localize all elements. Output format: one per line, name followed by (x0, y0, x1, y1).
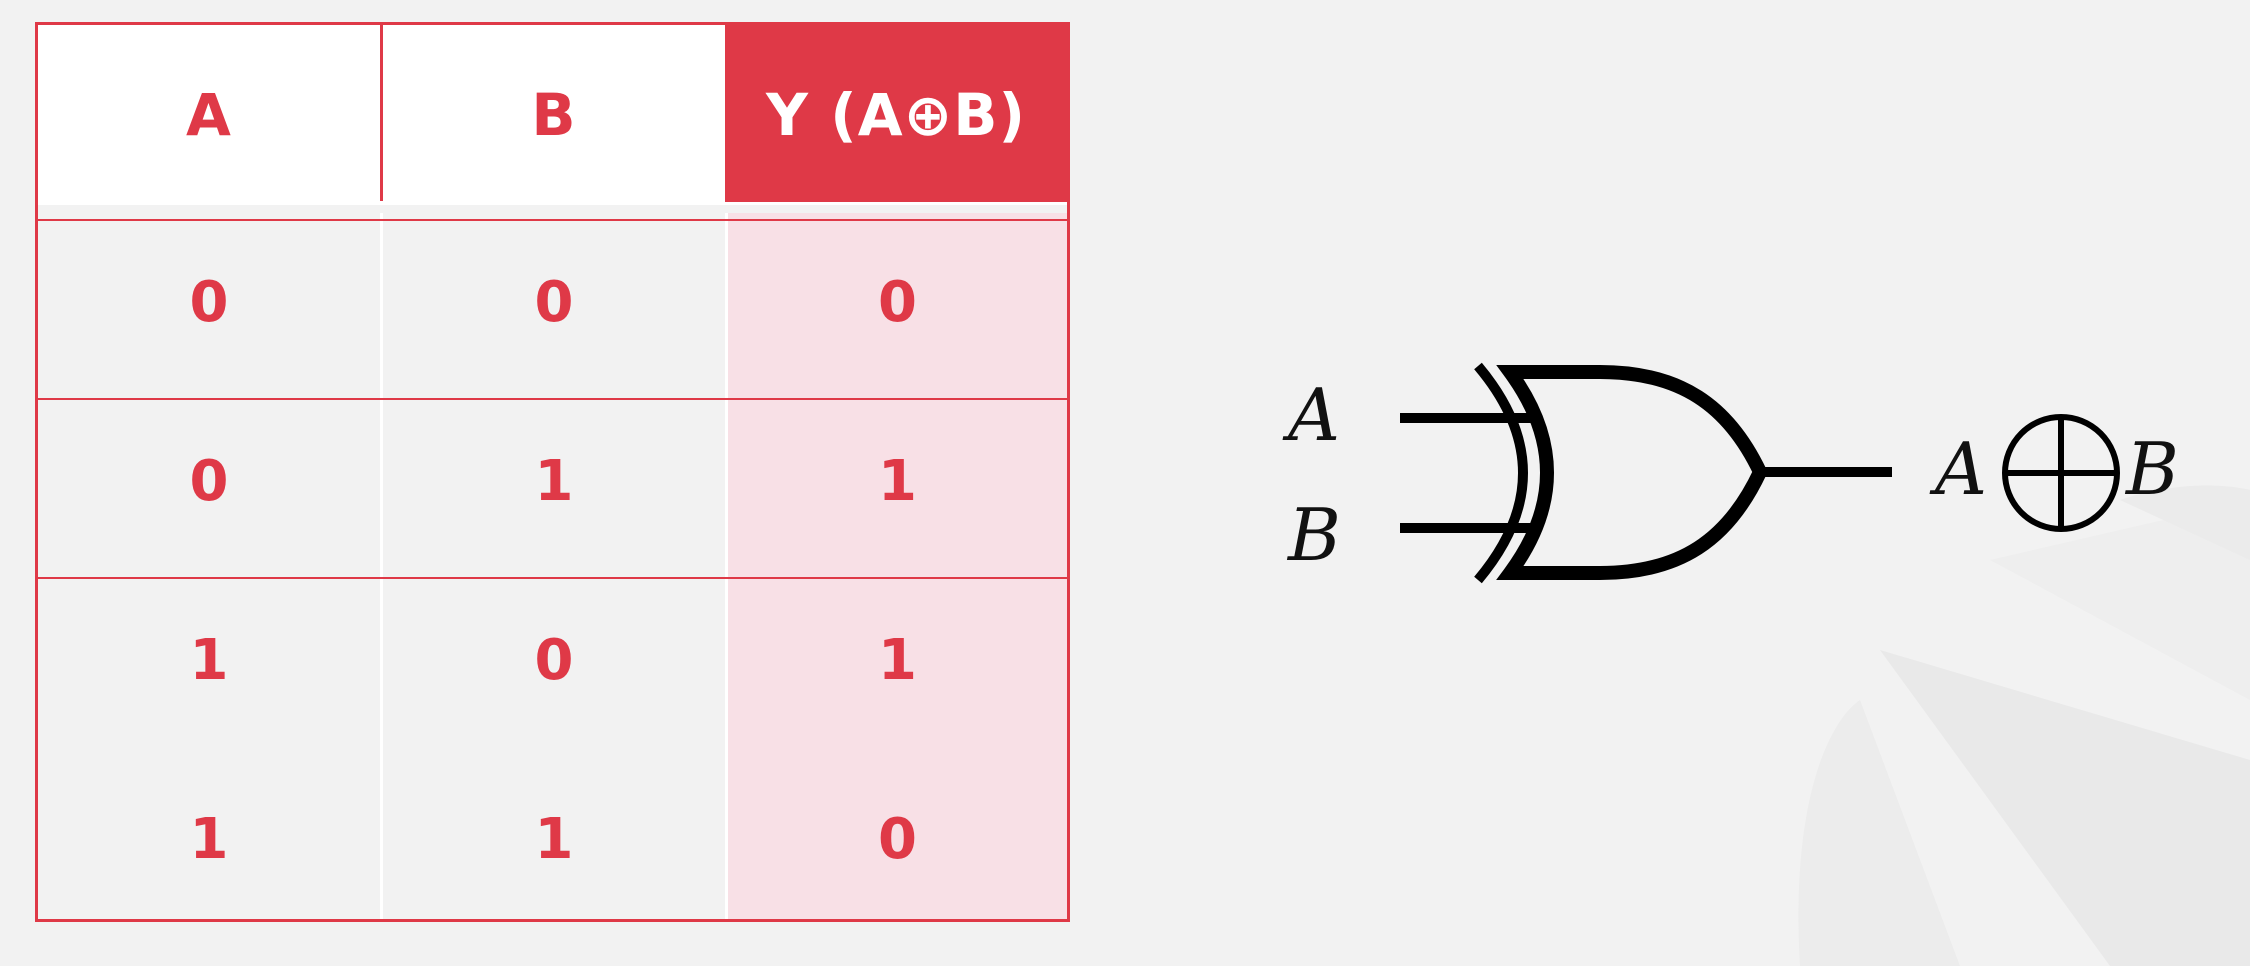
header-a: A (186, 81, 232, 149)
cell-a: 1 (189, 806, 229, 872)
input-b-label: B (1286, 493, 1341, 577)
cell-a: 1 (189, 627, 229, 693)
table-row: 0 1 1 (38, 392, 1067, 570)
cell-b: 0 (534, 627, 574, 693)
truth-table-header: A B Y (A⊕B) (38, 25, 1067, 205)
cell-b: 1 (534, 448, 574, 514)
cell-y: 0 (878, 806, 917, 872)
output-column-band (728, 213, 1067, 919)
xor-gate-diagram: A B A B (1282, 362, 2179, 584)
cell-a: 0 (189, 269, 229, 335)
row-divider (38, 577, 1067, 579)
cell-y: 1 (878, 448, 917, 514)
xor-symbol-icon (2002, 414, 2120, 532)
cell-b: 0 (534, 269, 574, 335)
xor-gate-body-icon (1496, 365, 1768, 580)
header-underline (725, 202, 1067, 205)
cell-y: 1 (878, 627, 917, 693)
truth-table-body: 0 0 0 0 1 1 1 0 1 1 1 0 (38, 213, 1067, 919)
row-divider (38, 398, 1067, 400)
table-row: 1 0 1 (38, 571, 1067, 749)
column-divider (380, 213, 383, 919)
cell-y: 0 (878, 269, 917, 335)
header-y: Y (A⊕B) (725, 25, 1067, 205)
input-a-label: A (1282, 373, 1340, 457)
table-row: 0 0 0 (38, 213, 1067, 391)
xor-back-arc (1474, 362, 1528, 584)
row-divider (38, 219, 1067, 221)
output-a-label: A (1929, 427, 1987, 511)
header-b: B (531, 81, 577, 149)
truth-table: A B Y (A⊕B) 0 0 0 0 1 1 1 0 1 1 1 0 (35, 22, 1070, 922)
header-divider (380, 25, 383, 201)
table-row: 1 1 0 (38, 750, 1067, 928)
column-divider (725, 213, 728, 919)
output-b-label: B (2124, 427, 2179, 511)
cell-a: 0 (189, 448, 229, 514)
cell-b: 1 (534, 806, 574, 872)
